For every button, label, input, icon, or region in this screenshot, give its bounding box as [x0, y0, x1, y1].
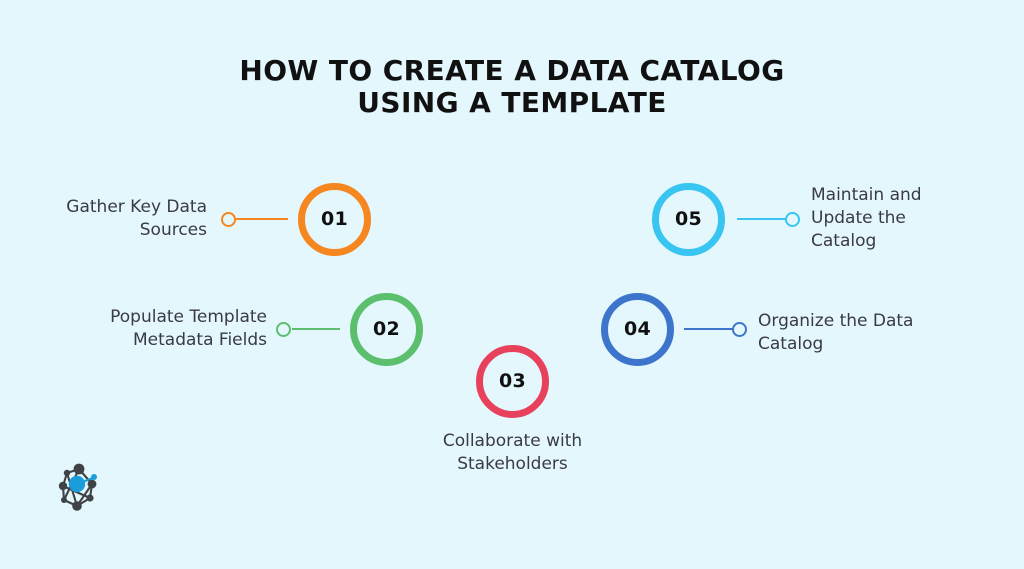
- step-number-02: 02: [372, 318, 401, 340]
- step-circle-04[interactable]: 04: [601, 293, 674, 366]
- step-connector-ring-02: [276, 322, 291, 337]
- step-label-05: Maintain and Update the Catalog: [811, 185, 922, 251]
- step-connector-line-01: [236, 218, 288, 220]
- page-title-line-1: HOW TO CREATE A DATA CATALOG: [239, 54, 785, 87]
- step-number-05: 05: [674, 208, 703, 230]
- step-number-03: 03: [498, 370, 527, 392]
- network-graph-logo-icon: [52, 460, 108, 516]
- step-circle-05[interactable]: 05: [652, 183, 725, 256]
- step-connector-line-04: [684, 328, 734, 330]
- step-connector-ring-04: [732, 322, 747, 337]
- step-connector-line-05: [737, 218, 787, 220]
- step-circle-02[interactable]: 02: [350, 293, 423, 366]
- step-circle-03[interactable]: 03: [476, 345, 549, 418]
- step-label-03: Collaborate with Stakeholders: [442, 431, 583, 474]
- step-circle-01[interactable]: 01: [298, 183, 371, 256]
- step-connector-ring-01: [221, 212, 236, 227]
- page-title: HOW TO CREATE A DATA CATALOG USING A TEM…: [0, 55, 1024, 119]
- step-connector-line-02: [292, 328, 340, 330]
- page-title-line-2: USING A TEMPLATE: [357, 86, 667, 119]
- step-connector-ring-05: [785, 212, 800, 227]
- step-label-02: Populate Template Metadata Fields: [110, 307, 267, 350]
- step-label-01: Gather Key Data Sources: [66, 197, 207, 240]
- step-label-04: Organize the Data Catalog: [758, 311, 914, 354]
- step-number-01: 01: [320, 208, 349, 230]
- step-number-04: 04: [623, 318, 652, 340]
